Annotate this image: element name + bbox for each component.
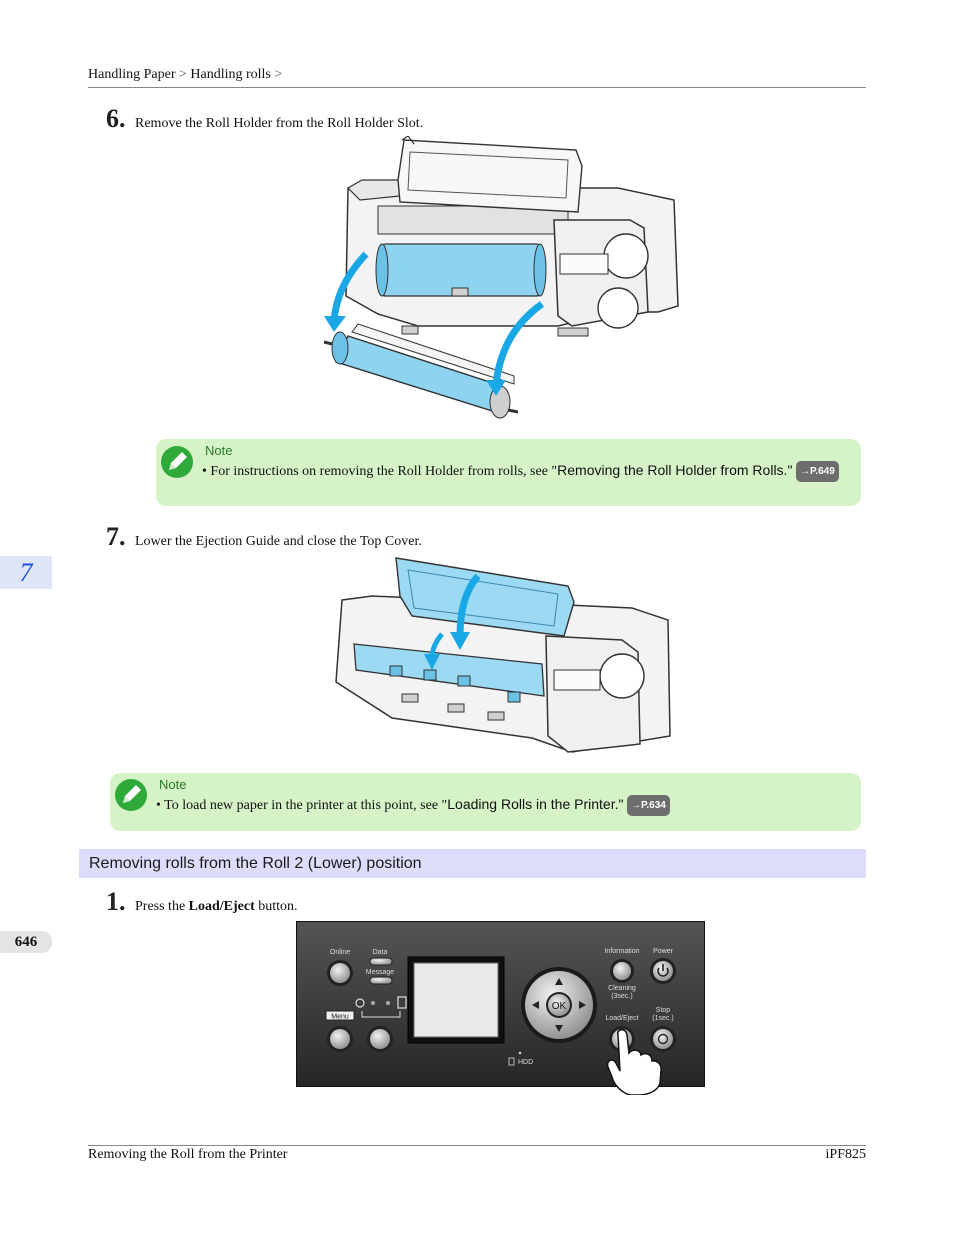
printer-roll-holder-removal-illustration (323, 136, 679, 419)
hdd-icon (508, 1057, 515, 1066)
pencil-note-icon (161, 446, 193, 478)
hdd-label: HDD (518, 1059, 533, 1066)
up-arrow-icon[interactable] (555, 978, 563, 985)
cleaning-label: Cleaning (608, 985, 636, 992)
roll-icon (355, 998, 365, 1008)
page-number: 646 (14, 933, 38, 950)
note-text: • To load new paper in the printer at th… (156, 795, 846, 817)
stop-label: Stop (656, 1007, 671, 1014)
lcd-display (413, 962, 499, 1038)
online-label: Online (330, 949, 350, 956)
page-number-tab: 646 (0, 931, 52, 953)
message-label: Message (366, 969, 395, 976)
header-divider (88, 87, 866, 88)
step-text: Lower the Ejection Guide and close the T… (135, 534, 422, 549)
pointing-hand-icon (606, 1029, 662, 1095)
control-panel-illustration: Online Data Message Menu HDD OK Informat… (296, 921, 705, 1095)
power-icon (657, 967, 669, 977)
note-box: Note • To load new paper in the printer … (110, 773, 861, 831)
menu-label: Menu (331, 1014, 349, 1021)
note-text: • For instructions on removing the Roll … (202, 461, 852, 483)
breadcrumb-part[interactable]: Handling rolls (190, 67, 271, 82)
left-arrow-icon[interactable] (532, 1001, 539, 1009)
page-ref-badge[interactable]: →P.649 (795, 461, 839, 483)
ok-label: OK (552, 1001, 567, 1012)
printer-close-cover-illustration (335, 557, 671, 753)
ok-button[interactable] (548, 994, 570, 1016)
step-text: Remove the Roll Holder from the Roll Hol… (135, 116, 424, 131)
data-indicator (369, 957, 393, 966)
breadcrumb: Handling Paper > Handling rolls > (88, 67, 282, 83)
step-7: 7. Lower the Ejection Guide and close th… (106, 522, 422, 552)
step-1: 1. Press the Load/Eject button. (106, 887, 298, 917)
note-title: Note (205, 443, 233, 458)
stop-icon (657, 1033, 669, 1045)
note-link[interactable]: Loading Rolls in the Printer. (447, 796, 619, 812)
bullet: • (156, 798, 161, 813)
note-sentence: To load new paper in the printer at this… (164, 798, 448, 813)
page-ref-badge[interactable]: →P.634 (626, 795, 670, 817)
step-6: 6. Remove the Roll Holder from the Roll … (106, 104, 423, 134)
breadcrumb-separator: > (274, 67, 283, 82)
breadcrumb-separator: > (178, 67, 187, 82)
breadcrumb-part[interactable]: Handling Paper (88, 67, 176, 82)
load-eject-panel-label: Load/Eject (605, 1015, 638, 1022)
section-heading: Removing rolls from the Roll 2 (Lower) p… (89, 855, 422, 872)
footer-divider (88, 1145, 866, 1146)
cleaning-duration: (3sec.) (611, 993, 632, 1000)
load-eject-label: Load/Eject (188, 899, 255, 914)
down-arrow-icon[interactable] (555, 1025, 563, 1032)
stop-duration: (1sec.) (652, 1015, 673, 1022)
note-link[interactable]: Removing the Roll Holder from Rolls. (557, 462, 788, 478)
section-heading-bar: Removing rolls from the Roll 2 (Lower) p… (79, 849, 866, 878)
chapter-tab[interactable]: 7 (0, 556, 52, 589)
step-number: 7. (106, 522, 126, 551)
note-sentence-end: " (787, 462, 793, 478)
bullet: • (202, 464, 207, 479)
pencil-note-icon (115, 779, 147, 811)
note-box: Note • For instructions on removing the … (156, 439, 861, 506)
right-arrow-icon[interactable] (579, 1001, 586, 1009)
data-label: Data (373, 949, 388, 956)
sheet-icon (397, 996, 407, 1009)
power-label: Power (653, 948, 674, 955)
step-number: 1. (106, 887, 126, 916)
chapter-number: 7 (19, 557, 33, 587)
step-number: 6. (106, 104, 126, 133)
information-label: Information (604, 948, 639, 955)
note-title: Note (159, 777, 187, 792)
footer-model: iPF825 (825, 1147, 866, 1162)
step-text: Press the Load/Eject button. (135, 899, 298, 914)
message-indicator (369, 976, 393, 985)
footer-section-title[interactable]: Removing the Roll from the Printer (88, 1147, 288, 1162)
note-sentence: For instructions on removing the Roll Ho… (210, 464, 558, 479)
note-sentence-end: " (618, 796, 624, 812)
